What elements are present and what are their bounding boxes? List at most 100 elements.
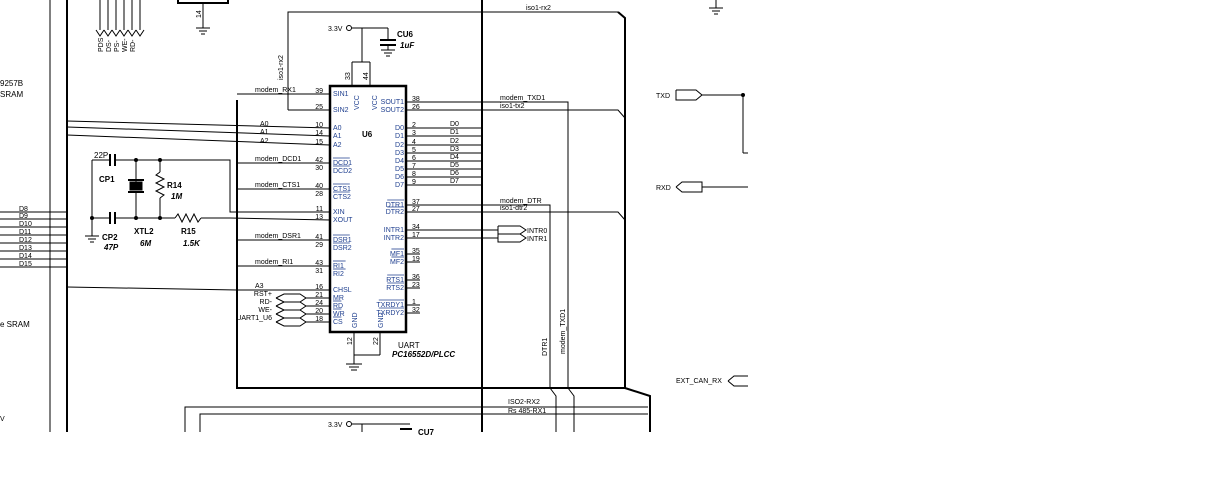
u6-pin-number: 17: [412, 232, 420, 239]
u6-pin-number: 2: [412, 122, 416, 129]
u6-pin-name: DSR2: [333, 245, 352, 252]
net-intr1: INTR1: [527, 236, 547, 243]
u6-left-net: modem_DCD1: [255, 156, 301, 163]
u6-pin-name: D6: [395, 174, 404, 181]
u6-pin-number: 18: [315, 316, 323, 323]
u6-pin-number: 9: [412, 179, 416, 186]
u6-pin-number: 4: [412, 139, 416, 146]
cp1-name: CP1: [99, 175, 115, 184]
u6-pin-number: 32: [412, 307, 420, 314]
u6-right-net: iso1-tx2: [500, 103, 525, 110]
net-rs485-rx1: Rs 485-RX1: [508, 408, 546, 415]
net-iso2-rx2: ISO2-RX2: [508, 399, 540, 406]
u6-pin-number: 24: [315, 300, 323, 307]
lower-supply-label: 3.3V: [328, 422, 343, 429]
u6-pin-number: 19: [412, 256, 420, 263]
u6-pin-name: MF1: [390, 251, 404, 258]
u6-right-net: D5: [450, 162, 459, 169]
u6-right-net: D7: [450, 178, 459, 185]
u6-pin-name: SOUT2: [381, 107, 404, 114]
net-dtr1: DTR1: [542, 338, 549, 356]
top-connector-pin-label: PS-: [114, 40, 121, 52]
u6-pin-name: SOUT1: [381, 99, 404, 106]
left-bus-label: D13: [19, 245, 32, 252]
top-connector-pin-label: PDS: [98, 37, 105, 52]
u6-pin-name: TXRDY1: [376, 302, 404, 309]
u6-pin-name: WR: [333, 311, 345, 318]
u6-pin-number: 10: [315, 122, 323, 129]
u6-left-net: A0: [260, 121, 269, 128]
u6-pin-number: 36: [412, 274, 420, 281]
cp1-value: 22P: [94, 151, 108, 160]
net-iso1-rx2: iso1-rx2: [526, 5, 551, 12]
u6-pin-number: 41: [315, 234, 323, 241]
left-sram-label: SRAM: [0, 90, 23, 99]
u6-gnd-pin: 12: [347, 337, 354, 345]
r14-value: 1M: [171, 192, 182, 201]
u6-pin-name: CHSL: [333, 287, 352, 294]
rs485-bus-wire: [199, 413, 648, 432]
u6-pin-name: CTS1: [333, 186, 351, 193]
u6-left-net: A2: [260, 138, 269, 145]
u6-pin-name: INTR1: [384, 227, 404, 234]
u6-pin-number: 14: [315, 130, 323, 137]
u6-pin-number: 21: [315, 292, 323, 299]
r15-value: 1.5K: [183, 239, 201, 248]
top-connector-pin-num: 14: [196, 10, 203, 18]
u6-left-net: RD-: [260, 299, 273, 306]
u6-pin-name: RTS1: [386, 277, 404, 284]
u6-right-net: iso1-dtr2: [500, 205, 527, 212]
u6-right-net: D6: [450, 170, 459, 177]
u6-pin-name: D5: [395, 166, 404, 173]
u6-pin-name: SIN1: [333, 91, 349, 98]
lower-block-border: [624, 387, 651, 432]
xtl2-name: XTL2: [134, 227, 154, 236]
u6-right-net: D3: [450, 146, 459, 153]
u6-pin-number: 35: [412, 248, 420, 255]
u6-pin-number: 43: [315, 260, 323, 267]
left-bus-label: D10: [19, 221, 32, 228]
u6-pin-number: 16: [315, 284, 323, 291]
cp2-value: 47P: [103, 243, 119, 252]
u6-pin-name: A2: [333, 142, 342, 149]
u6-left-net: RST+: [254, 291, 272, 298]
u6-pin-name: A0: [333, 125, 342, 132]
left-bus-label: D9: [19, 213, 28, 220]
u6-left-net: A1: [260, 129, 269, 136]
xtl2-value: 6M: [140, 239, 151, 248]
u6-pin-number: 39: [315, 88, 323, 95]
u6-pin-name: DCD1: [333, 160, 352, 167]
u6-right-net: D0: [450, 121, 459, 128]
u6-pin-number: 7: [412, 163, 416, 170]
cp2-name: CP2: [102, 233, 118, 242]
u6-ref: U6: [362, 130, 373, 139]
u6-pin-name: RD: [333, 303, 343, 310]
net-rxd: RXD: [656, 185, 671, 192]
u6-body: [328, 84, 408, 334]
u6-pin-name: XOUT: [333, 217, 353, 224]
u6-pin-name: DTR1: [386, 202, 404, 209]
r15-name: R15: [181, 227, 196, 236]
u6-pin-name: DSR1: [333, 237, 352, 244]
top-connector-pin-label: DS-: [106, 39, 113, 52]
u6-pin-number: 34: [412, 224, 420, 231]
net-intr0: INTR0: [527, 228, 547, 235]
u6-pin-name: D1: [395, 133, 404, 140]
u6-type: UART: [398, 341, 420, 350]
u6-pin-name: MR: [333, 295, 344, 302]
u6-left-net: A3: [255, 283, 264, 290]
u6-pin-number: 25: [315, 104, 323, 111]
u6-vcc-label: VCC: [354, 95, 361, 110]
u6-pin-name: SIN2: [333, 107, 349, 114]
u6-pin-name: DCD2: [333, 168, 352, 175]
u6-pin-number: 13: [315, 214, 323, 221]
u6-pin-number: 23: [412, 282, 420, 289]
r14-name: R14: [167, 181, 182, 190]
u6-gnd-label: GND: [378, 312, 385, 328]
u6-pin-name: CS: [333, 319, 343, 326]
u6-pin-number: 1: [412, 299, 416, 306]
cu6-value: 1uF: [400, 41, 415, 50]
cu6-name: CU6: [397, 30, 414, 39]
u6-pin-number: 15: [315, 139, 323, 146]
